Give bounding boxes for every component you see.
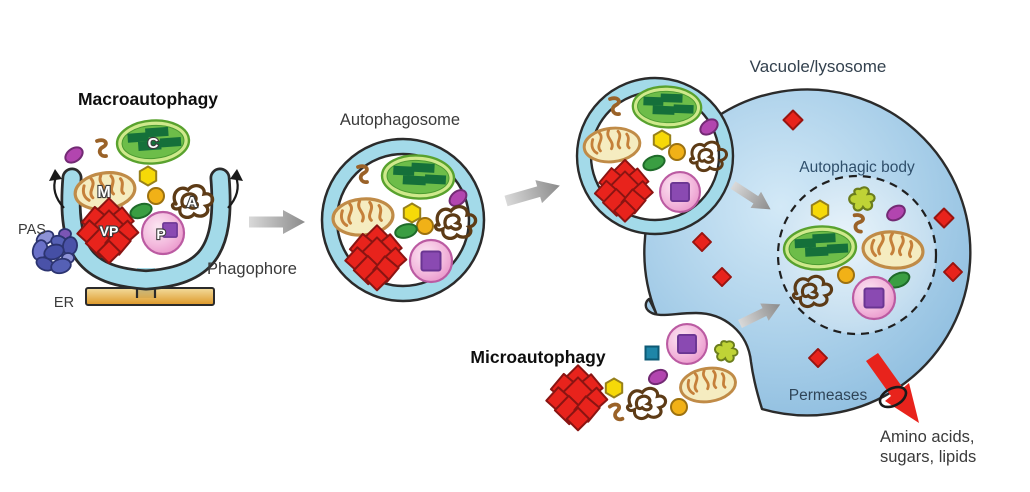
chloroplast-letter: C <box>148 135 159 152</box>
microautophagy-label: Microautophagy <box>470 347 605 367</box>
macroautophagy-label: Macroautophagy <box>78 89 218 109</box>
membrane-growth-arrow-right <box>227 169 243 209</box>
permeases-label: Permeases <box>789 387 868 404</box>
yellow-hexagon-cargo <box>810 199 830 221</box>
peroxisome-core <box>420 250 442 272</box>
er-label: ER <box>54 295 74 311</box>
products-label-line2: sugars, lipids <box>880 448 976 466</box>
yellow-dot-cargo <box>670 398 688 416</box>
teal-square-cargo <box>644 345 660 361</box>
yellow-dot-cargo <box>147 187 165 205</box>
stage-autophagosome: Autophagosome <box>320 111 486 303</box>
vacuole-label: Vacuole/lysosome <box>750 57 887 76</box>
autophagic-body-label: Autophagic body <box>799 159 915 176</box>
yellow-dot-cargo <box>668 143 686 161</box>
phagophore-cup <box>60 167 232 291</box>
products-label-line1: Amino acids, <box>880 428 974 446</box>
protein-squiggle <box>95 138 108 158</box>
pas-label: PAS <box>18 222 46 238</box>
peroxisome-core <box>677 334 697 354</box>
vacuolar-protein-letter: VP <box>100 223 119 239</box>
aggregate-letter: A <box>187 194 198 211</box>
invagination-cargo <box>625 323 741 421</box>
approaching-cargo <box>545 364 625 432</box>
lime-blob-cargo <box>711 337 741 366</box>
fusing-autophagosome <box>575 76 735 236</box>
mitochondrion <box>676 363 740 407</box>
stage-macroautophagy: Macroautophagy PAS ER Phagophore <box>18 89 297 311</box>
protein-aggregate <box>625 386 668 421</box>
purple-oval-cargo <box>645 366 671 388</box>
yellow-dot-cargo <box>837 266 855 284</box>
yellow-hexagon-cargo <box>402 202 422 224</box>
peroxisome-core <box>863 287 885 309</box>
yellow-hexagon-cargo <box>604 377 624 399</box>
peroxisome-core <box>670 182 690 202</box>
stage-microautophagy: Microautophagy <box>470 323 741 432</box>
phagophore-label: Phagophore <box>207 260 297 278</box>
membrane-growth-arrow-left <box>49 169 65 209</box>
mitochondrion-letter: M <box>97 184 110 201</box>
yellow-hexagon-cargo <box>138 165 158 187</box>
yellow-dot-cargo <box>416 217 434 235</box>
protein-squiggle <box>607 401 625 424</box>
permease-channel <box>878 385 908 409</box>
yellow-hexagon-cargo <box>652 129 672 151</box>
purple-oval-cargo <box>61 143 87 167</box>
step-arrow-2 <box>502 174 564 213</box>
stage-vacuole: Vacuole/lysosome Autophagic body <box>575 57 976 466</box>
peroxisome-letter: P <box>156 226 165 242</box>
step-arrow-1 <box>249 210 305 234</box>
autophagosome-label: Autophagosome <box>340 111 460 129</box>
vacuolar-protein-cluster <box>545 364 609 432</box>
